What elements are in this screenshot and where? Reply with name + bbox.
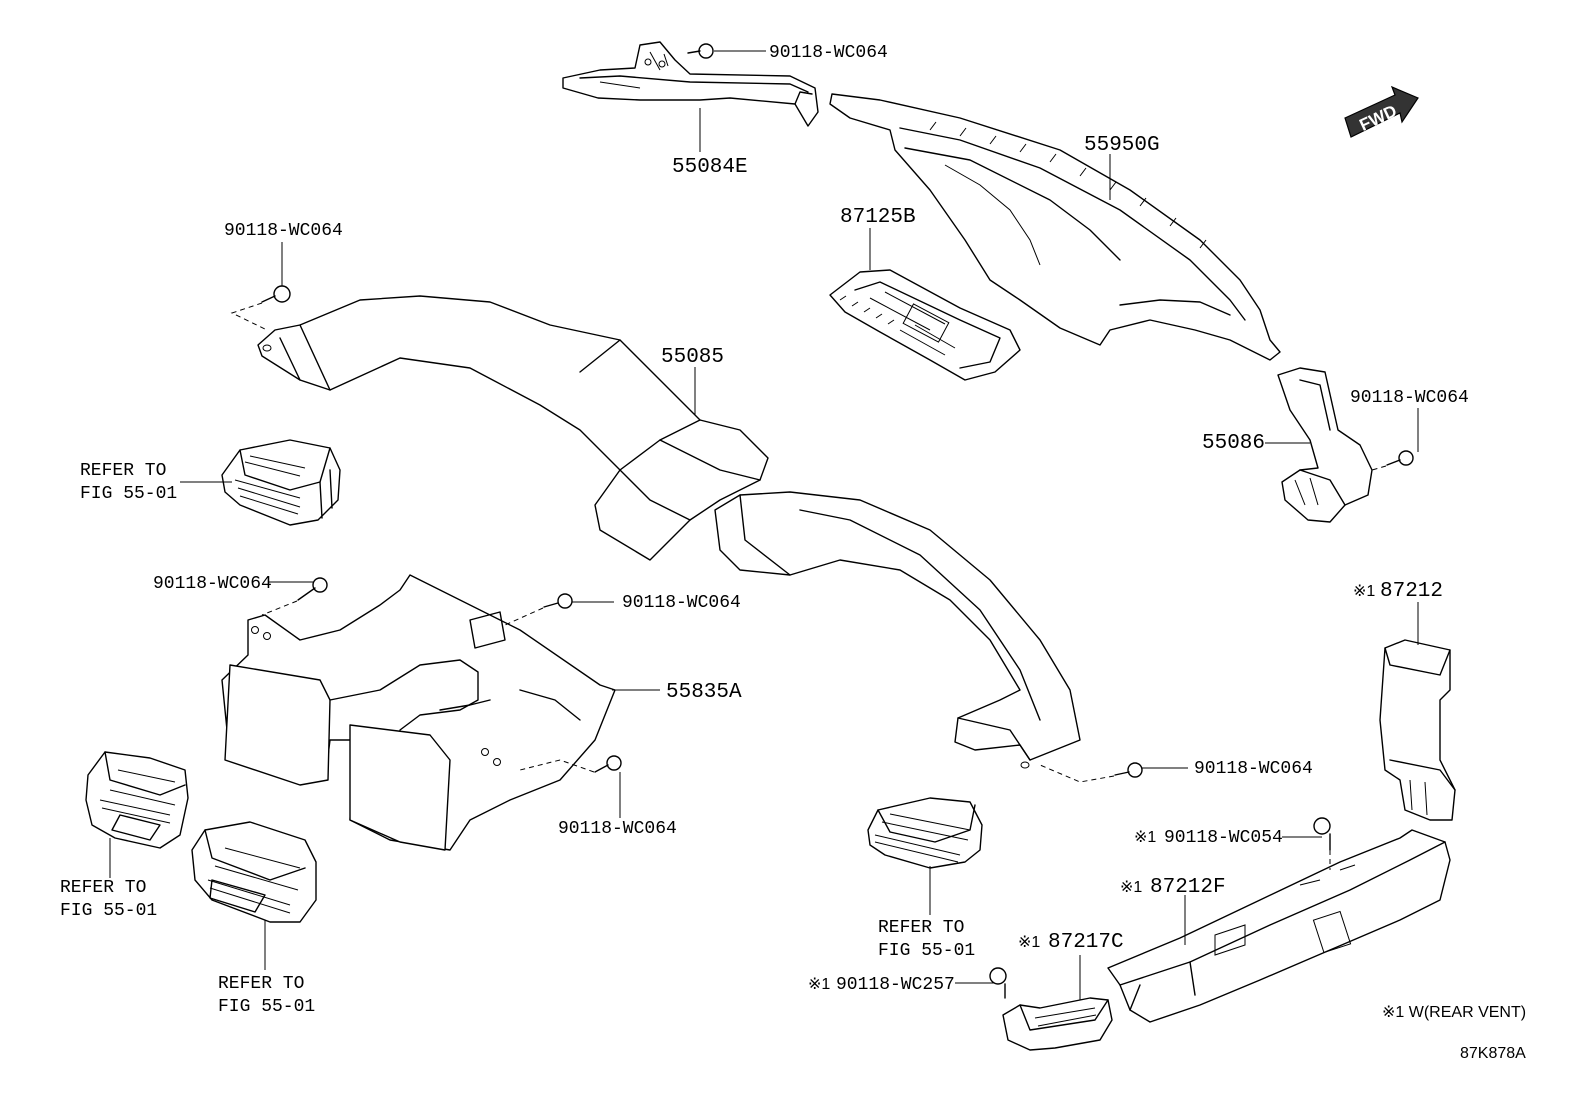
fastener-label: 90118-WC064 <box>1350 388 1469 408</box>
duct-55085-drawing <box>257 295 1081 769</box>
refer-to-line1: REFER TO <box>60 878 146 898</box>
screw-icon <box>297 577 328 601</box>
refer-to-lower-center: REFER TO FIG 55-01 <box>878 918 975 961</box>
part-label-55084E: 55084E <box>672 156 748 179</box>
fastener-label: 90118-WC064 <box>224 221 343 241</box>
refer-to-line2: FIG 55-01 <box>60 901 157 921</box>
part-label-87125B: 87125B <box>840 206 916 229</box>
vent-lower-left-2-drawing <box>191 821 317 923</box>
diagram-code: 87K878A <box>1460 1045 1526 1062</box>
duct-55835A-drawing <box>221 574 616 851</box>
duct-55086-drawing <box>1277 367 1373 523</box>
part-label-55950G: 55950G <box>1084 134 1160 157</box>
refer-to-lower-left-2: REFER TO FIG 55-01 <box>218 974 315 1017</box>
screw-icon <box>261 285 291 303</box>
dashed-guides <box>230 302 1387 870</box>
refer-to-lower-left-1: REFER TO FIG 55-01 <box>60 878 157 921</box>
screw-icon <box>989 967 1007 999</box>
refer-to-line2: FIG 55-01 <box>218 997 315 1017</box>
screw-icon <box>543 593 573 609</box>
part-label-55835A: 55835A <box>666 681 742 704</box>
leader-lines <box>109 50 1419 1000</box>
fastener-label: 90118-WC064 <box>153 574 272 594</box>
fastener-label: 90118-WC054 <box>1164 828 1283 848</box>
fastener-label: 90118-WC064 <box>622 593 741 613</box>
ref-mark: ※1 <box>1120 879 1142 896</box>
part-label-87212: 87212 <box>1380 580 1443 603</box>
fastener-label: 90118-WC064 <box>558 819 677 839</box>
fastener-label: 90118-WC064 <box>1194 759 1313 779</box>
fwd-arrow-icon: FWD <box>1344 85 1419 138</box>
duct-55084E-drawing <box>562 41 819 127</box>
ref-mark: ※1 <box>1018 934 1040 951</box>
fastener-label: 90118-WC064 <box>769 43 888 63</box>
duct-87212-drawing <box>1379 639 1456 821</box>
refer-to-upper-left: REFER TO FIG 55-01 <box>80 461 177 504</box>
duct-87217C-drawing <box>1002 997 1113 1051</box>
duct-55950G-drawing <box>829 93 1281 361</box>
vent-upper-left-drawing <box>221 439 341 526</box>
fastener-label: 90118-WC257 <box>836 975 955 995</box>
part-label-87217C: 87217C <box>1048 931 1124 954</box>
ref-mark: ※1 <box>808 976 830 993</box>
part-label-87212F: 87212F <box>1150 876 1226 899</box>
ref-mark: ※1 <box>1353 583 1375 600</box>
refer-to-line1: REFER TO <box>80 461 166 481</box>
screw-icon <box>1386 450 1414 466</box>
screw-icon <box>1313 817 1331 851</box>
screw-icon <box>687 43 714 59</box>
screw-icon <box>1114 762 1143 778</box>
vent-lower-center-drawing <box>867 797 983 869</box>
refer-to-line1: REFER TO <box>878 918 964 938</box>
refer-to-line1: REFER TO <box>218 974 304 994</box>
duct-87212F-drawing <box>1107 829 1451 1023</box>
ref-mark: ※1 <box>1134 829 1156 846</box>
part-label-55085: 55085 <box>661 346 724 369</box>
screw-icon <box>594 755 622 773</box>
refer-to-line2: FIG 55-01 <box>80 484 177 504</box>
vent-lower-left-1-drawing <box>85 751 189 849</box>
part-label-55086: 55086 <box>1202 432 1265 455</box>
refer-to-line2: FIG 55-01 <box>878 941 975 961</box>
footnote: ※1 W(REAR VENT) <box>1382 1004 1526 1021</box>
panel-87125B-drawing <box>829 269 1021 381</box>
